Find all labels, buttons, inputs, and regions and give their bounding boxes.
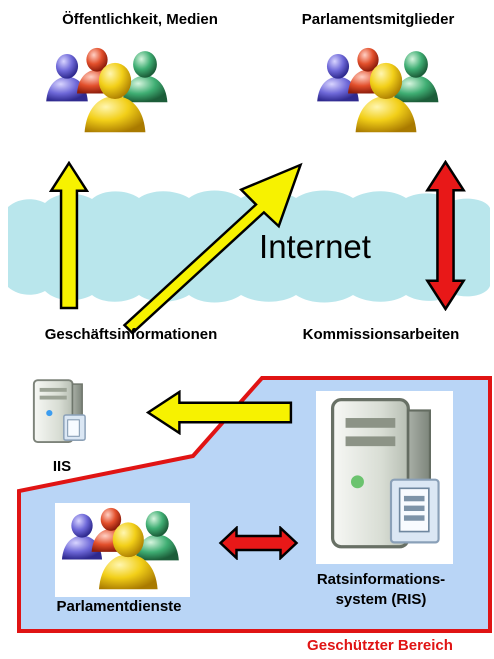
ris-label-line-2: system (RIS) [335, 591, 427, 608]
protected-area-label: Geschützter Bereich [307, 637, 453, 654]
iis-label: IIS [52, 458, 72, 475]
parliament-members-label: Parlamentsmitglieder [301, 11, 455, 28]
parliament-services-label: Parlamentdienste [56, 598, 182, 615]
ris-label-line-1: Ratsinformations- [316, 571, 446, 588]
committee-work-label: Kommissionsarbeiten [302, 326, 460, 343]
internet-cloud [8, 190, 490, 303]
public-media-label: Öffentlichkeit, Medien [62, 11, 218, 28]
ris-server-icon-art [330, 397, 441, 549]
business-info-label: Geschäftsinformationen [44, 326, 218, 343]
internet-label: Internet [259, 228, 371, 265]
iis-server-icon-art [32, 379, 87, 444]
